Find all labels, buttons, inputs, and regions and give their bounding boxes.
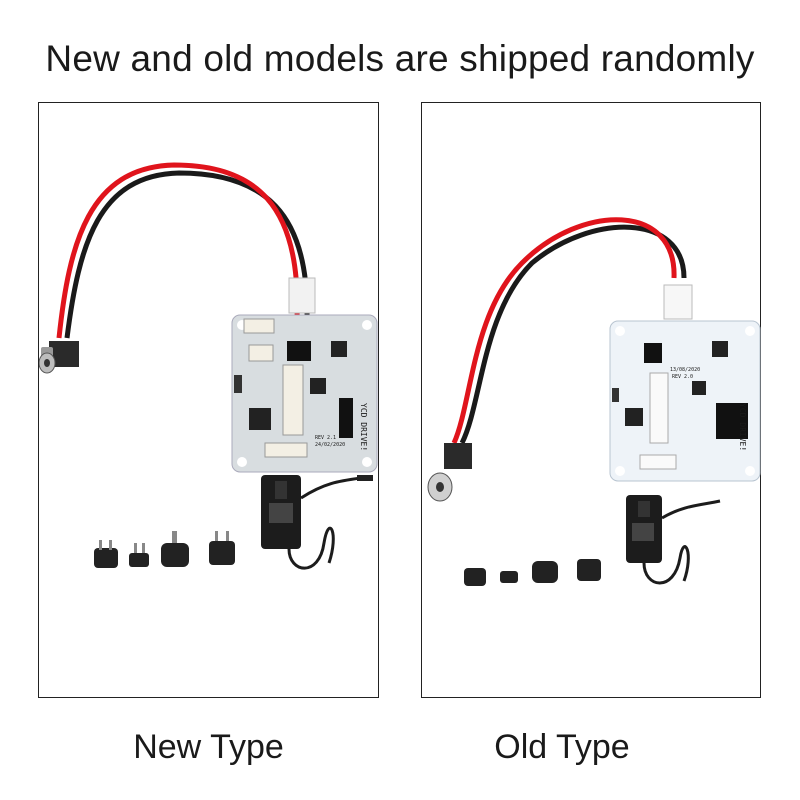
pcb-board-new: YCD DRIVE! REV 2.1 24/02/2020: [231, 314, 378, 473]
dc-jack: [427, 443, 472, 502]
caption-old-type: Old Type: [494, 728, 630, 766]
black-wire: [64, 170, 310, 339]
dc-jack: [39, 341, 79, 374]
power-adapter: [261, 475, 373, 570]
power-connector: [288, 277, 316, 314]
headline: New and old models are shipped randomly: [45, 38, 755, 79]
power-connector: [663, 284, 693, 320]
new-type-photo: YCD DRIVE! REV 2.1 24/02/2020: [39, 162, 378, 570]
old-type-photo: YCD DRIVE! 13/08/2020 REV 2.0: [427, 217, 761, 586]
product-panel-new: YCD DRIVE! REV 2.1 24/02/2020: [38, 102, 379, 698]
board-title: YCD DRIVE!: [359, 403, 368, 451]
plug-adapters: [464, 559, 601, 586]
board-date: 24/02/2020: [315, 442, 345, 448]
red-wire: [451, 217, 677, 445]
board-rev: REV 2.0: [672, 374, 693, 380]
plug-adapters: [94, 531, 235, 568]
red-wire: [56, 162, 300, 339]
caption-new-type: New Type: [133, 728, 284, 766]
board-date: 13/08/2020: [670, 367, 700, 373]
product-panel-old: YCD DRIVE! 13/08/2020 REV 2.0: [421, 102, 761, 698]
board-title: YCD DRIVE!: [738, 403, 747, 451]
pcb-board-old: YCD DRIVE! 13/08/2020 REV 2.0: [609, 320, 761, 482]
board-rev: REV 2.1: [315, 435, 336, 441]
power-adapter: [626, 495, 721, 585]
